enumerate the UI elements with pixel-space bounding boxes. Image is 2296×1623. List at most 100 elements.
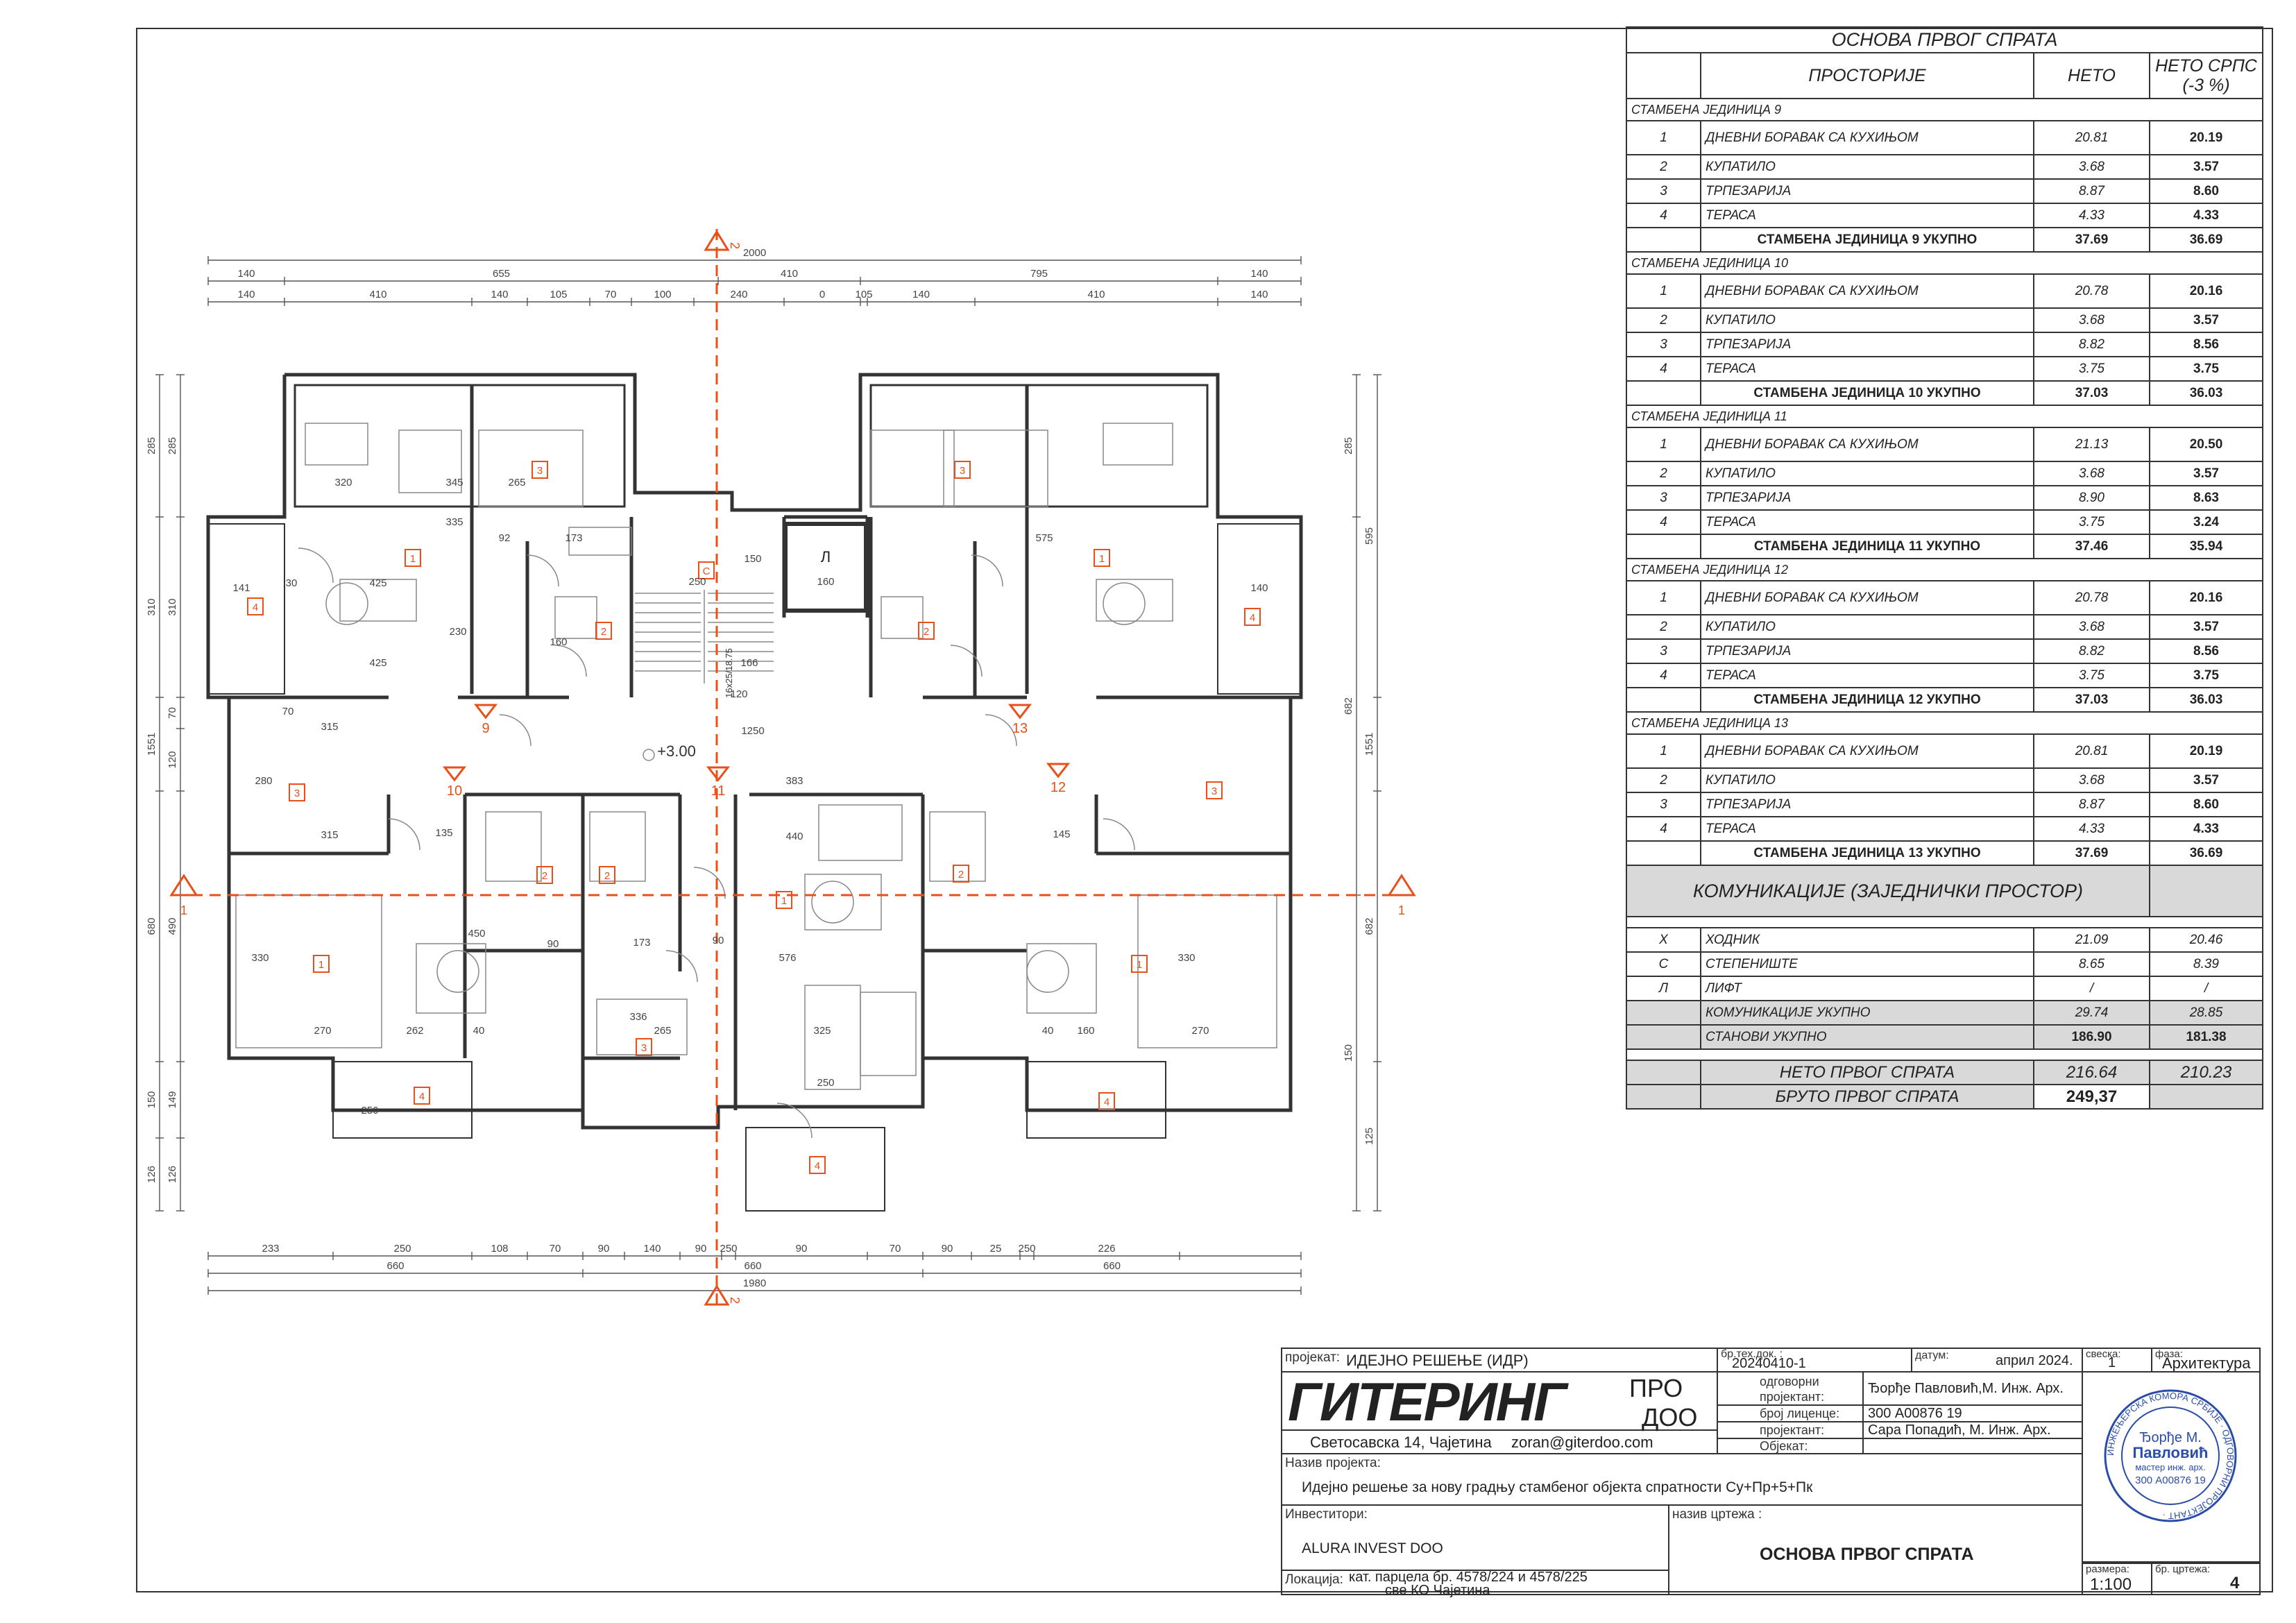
- dim-value: 1551: [1363, 733, 1375, 756]
- furniture: [804, 985, 861, 1090]
- location-label: Локација:: [1285, 1572, 1343, 1587]
- furniture: [860, 992, 917, 1076]
- volume-cell: свеска: 1: [2083, 1348, 2152, 1373]
- volume-value: 1: [2108, 1355, 2116, 1370]
- room-tag-number: 4: [1250, 612, 1255, 624]
- table-icon: [436, 950, 479, 993]
- date-label: датум:: [1915, 1350, 1949, 1361]
- drawing-value: ОСНОВА ПРВОГ СПРАТА: [1760, 1545, 1974, 1564]
- seal-name-1: Ђорђе М.: [2139, 1430, 2202, 1445]
- resp-value: Ђорђе Павловић,М. Инж. Арх.: [1868, 1381, 2064, 1396]
- flats-total-net: 186.90: [2033, 1024, 2150, 1050]
- name-value: Идејно решење за нову градњу стамбеног о…: [1302, 1479, 1813, 1495]
- company-cell: ГИТЕРИНГ ПРО ДОО: [1282, 1373, 1718, 1431]
- room-name: КУПАТИЛО: [1700, 614, 2034, 640]
- room-tag: [532, 461, 548, 479]
- room-name: ТРПЕЗАРИЈА: [1700, 638, 2034, 664]
- room-dimension: 30: [286, 577, 298, 589]
- room-net: 20.81: [2033, 120, 2150, 155]
- room-dimension: 450: [468, 928, 485, 940]
- sheet-label: бр. цртежа:: [2155, 1563, 2211, 1575]
- room-dimension: 265: [654, 1025, 671, 1037]
- room-name: ТЕРАСА: [1700, 509, 2034, 535]
- lic-value: 300 А00876 19: [1868, 1406, 1962, 1421]
- room-dimension: 265: [508, 477, 525, 488]
- room-tag-number: 1: [410, 553, 416, 565]
- dim-value: 150: [146, 1091, 158, 1108]
- room-name: ТЕРАСА: [1700, 816, 2034, 842]
- room-no: 3: [1626, 332, 1701, 357]
- unit-total-net: 37.69: [2033, 840, 2150, 866]
- docno-value: 20240410-1: [1732, 1356, 1806, 1371]
- object-label-cell: Објекат:: [1718, 1439, 1864, 1454]
- table-row: [1626, 916, 2263, 928]
- dim-value: 0: [819, 289, 825, 300]
- seal-title: мастер инж. арх.: [2135, 1462, 2205, 1472]
- section-label-1: 1: [1398, 903, 1405, 917]
- room-srps: 3.57: [2149, 767, 2263, 793]
- room-name: ДНЕВНИ БОРАВАК СА КУХИЊОМ: [1700, 427, 2034, 462]
- object-label: Објекат:: [1760, 1439, 1808, 1453]
- dim-value: 140: [1250, 268, 1268, 280]
- dim-value: 680: [146, 917, 158, 935]
- room-net: 3.75: [2033, 509, 2150, 535]
- door-swing: [554, 645, 587, 677]
- room-dimension: 270: [1191, 1025, 1209, 1037]
- room-dimension: 92: [499, 532, 511, 544]
- room-dimension: 173: [565, 532, 582, 544]
- door-swing: [985, 714, 1017, 747]
- furniture: [235, 894, 382, 1048]
- room-tag: [698, 561, 715, 579]
- room-net: 8.82: [2033, 332, 2150, 357]
- room-srps: 3.24: [2149, 509, 2263, 535]
- table-cell: [1626, 1060, 1701, 1085]
- room-tag: [595, 622, 612, 640]
- scale-cell: размера: 1:100: [2083, 1563, 2152, 1595]
- unit-number: 9: [482, 721, 489, 736]
- table-cell: [1626, 840, 1701, 866]
- room-name: КУПАТИЛО: [1700, 461, 2034, 486]
- room-tag-number: 3: [294, 788, 300, 799]
- unit-total-label: СТАМБЕНА ЈЕДИНИЦА 11 УКУПНО: [1700, 534, 2034, 559]
- unit-name: СТАМБЕНА ЈЕДИНИЦА 9: [1626, 98, 2263, 121]
- comm-net: 21.09: [2033, 927, 2150, 953]
- room-dimension: 336: [629, 1011, 647, 1023]
- unit-total-srps: 36.03: [2149, 380, 2263, 406]
- comm-srps: /: [2149, 976, 2263, 1001]
- comm-total-label: КОМУНИКАЦИЈЕ УКУПНО: [1700, 1000, 2034, 1026]
- dim-value: 795: [1030, 268, 1048, 280]
- outer-wall: [206, 373, 1303, 1130]
- company-doo: ДОО: [1642, 1403, 1698, 1431]
- room-name: КУПАТИЛО: [1700, 154, 2034, 180]
- designer-cell: Сара Попадић, М. Инж. Арх.: [1864, 1422, 2083, 1439]
- room-tag-number: 2: [604, 870, 610, 882]
- comm-name: ХОДНИК: [1700, 927, 2034, 953]
- room-net: 20.78: [2033, 580, 2150, 615]
- unit-section: СТАМБЕНА ЈЕДИНИЦА 9: [1626, 98, 2263, 121]
- room-net: 20.81: [2033, 733, 2150, 769]
- room-dimension: 383: [785, 775, 803, 787]
- room-dimension: 160: [817, 576, 834, 588]
- room-dimension: 250: [688, 576, 706, 588]
- room-dimension: 330: [251, 952, 269, 964]
- section-label-2: 2: [728, 1297, 742, 1304]
- room-srps: 3.57: [2149, 461, 2263, 486]
- comm-code: Л: [1626, 976, 1701, 1001]
- room-dimension: 262: [406, 1025, 423, 1037]
- room-net: 3.68: [2033, 307, 2150, 333]
- furniture: [568, 527, 632, 556]
- room-name: ДНЕВНИ БОРАВАК СА КУХИЊОМ: [1700, 273, 2034, 309]
- dim-value: 90: [695, 1243, 707, 1255]
- dim-value: 410: [781, 268, 798, 280]
- company-pro: ПРО: [1629, 1374, 1683, 1402]
- room-dimension: 576: [779, 952, 796, 964]
- door-swing: [1103, 818, 1135, 851]
